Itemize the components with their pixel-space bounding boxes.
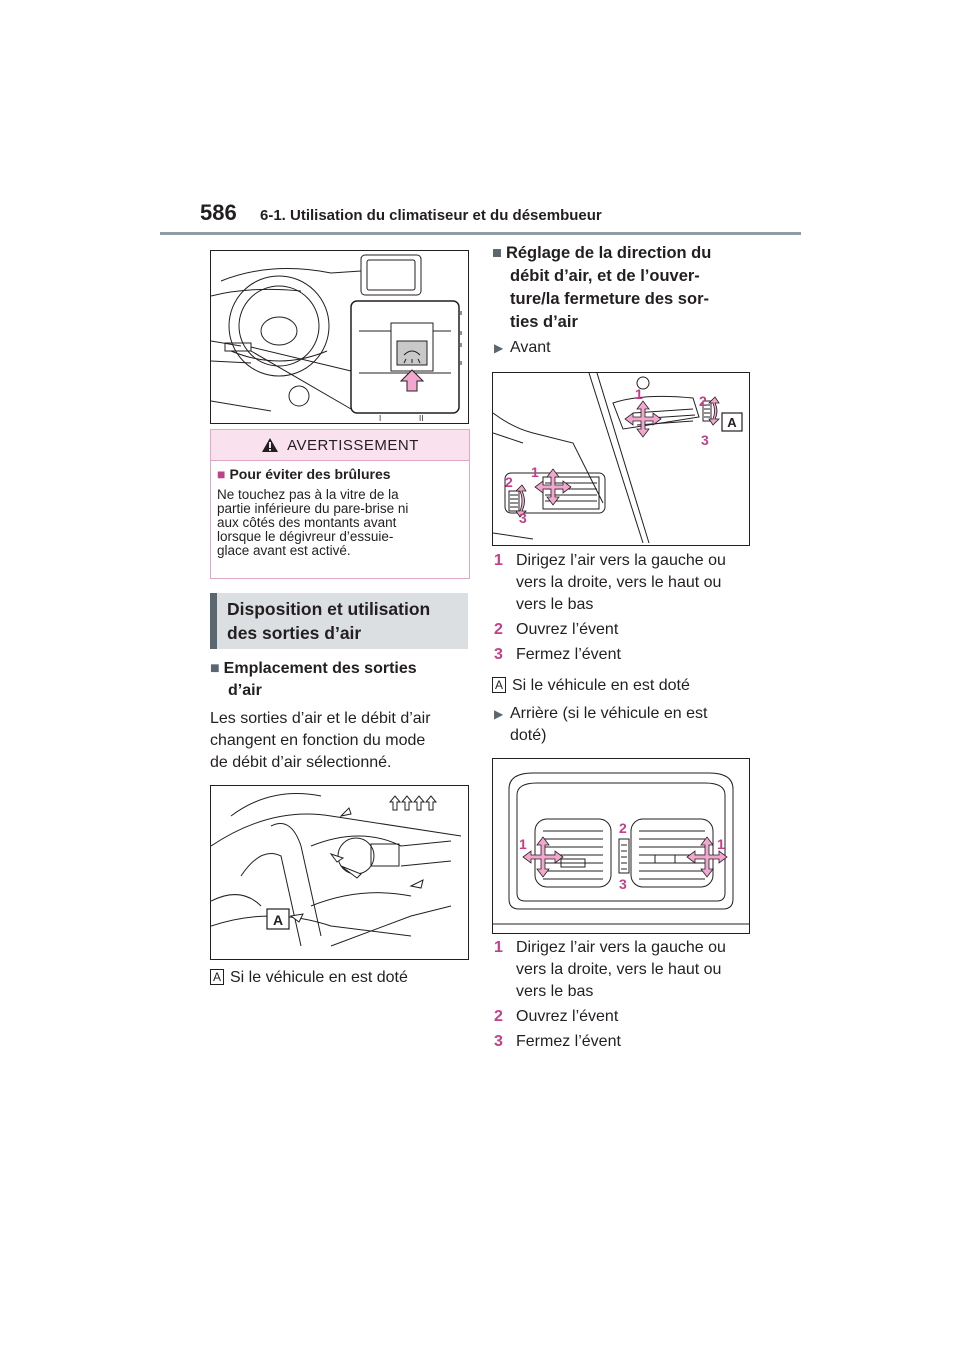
front-fig-num-2b: 2: [505, 474, 513, 490]
list-item: 3 Fermez l’évent: [494, 646, 621, 663]
list-item: 3 Fermez l’évent: [494, 1033, 621, 1050]
front-fig-num-1: 1: [635, 386, 643, 402]
dashboard-illustration: I II: [210, 254, 462, 423]
front-fig-num-1b: 1: [531, 464, 539, 480]
warning-title: AVERTISSEMENT: [287, 436, 419, 454]
cabin-airflow-figure: A: [210, 785, 469, 960]
subheading-airflow-adjust: ■Réglage de la direction du débit d’air,…: [492, 244, 712, 331]
dashboard-defroster-figure: I II: [210, 250, 469, 424]
rear-fig-num-1: 1: [519, 836, 527, 852]
triangle-bullet-icon: ▶: [494, 707, 504, 721]
front-label: ▶Avant: [494, 337, 551, 359]
square-bullet-icon: ■: [210, 660, 220, 677]
list-item: 2 Ouvrez l’évent: [494, 1008, 619, 1025]
section-title: 6-1. Utilisation du climatiseur et du dé…: [260, 207, 602, 224]
square-bullet-icon: ■: [492, 244, 502, 262]
front-fig-label-a: A: [727, 415, 737, 430]
svg-text:II: II: [419, 414, 423, 423]
subheading-outlet-location: ■Emplacement des sorties d’air: [210, 660, 417, 699]
page-number: 586: [200, 200, 237, 225]
cabin-illustration: A: [210, 793, 462, 947]
label-a-badge: A: [492, 677, 506, 693]
front-vents-figure: 1 2 3 1 2 3 A: [492, 372, 750, 546]
warning-text: Ne touchez pas à la vitre de la partie i…: [217, 487, 409, 558]
rear-vents-illustration: 1 2 3 1: [493, 772, 749, 925]
rear-label: ▶Arrière (si le véhicule en est doté): [494, 705, 708, 744]
svg-text:I: I: [379, 414, 381, 423]
warning-triangle-icon: [262, 438, 279, 452]
rear-vents-figure: 1 2 3 1: [492, 758, 750, 934]
front-fig-num-2: 2: [699, 393, 707, 409]
warning-subtitle: ■Pour éviter des brûlures: [217, 466, 391, 482]
section-heading-box: Disposition et utilisation des sorties d…: [210, 593, 468, 649]
header-rule: [160, 232, 801, 235]
rear-fig-num-1b: 1: [717, 836, 725, 852]
figure-label-a: A: [273, 912, 283, 928]
front-vents-illustration: 1 2 3 1 2 3 A: [492, 372, 743, 544]
square-bullet-icon: ■: [217, 466, 226, 482]
front-fig-num-3b: 3: [519, 510, 527, 526]
list-item: 2 Ouvrez l’évent: [494, 621, 619, 638]
warning-header: AVERTISSEMENT: [211, 430, 469, 461]
triangle-bullet-icon: ▶: [494, 341, 504, 355]
outlet-location-paragraph: Les sorties d’air et le débit d’air chan…: [210, 710, 431, 771]
rear-fig-num-2: 2: [619, 820, 627, 836]
label-a-badge: A: [210, 969, 224, 985]
rear-fig-num-3: 3: [619, 876, 627, 892]
section-heading: Disposition et utilisation des sorties d…: [227, 599, 431, 643]
front-fig-num-3: 3: [701, 432, 709, 448]
warning-box: AVERTISSEMENT ■Pour éviter des brûlures …: [210, 429, 470, 579]
